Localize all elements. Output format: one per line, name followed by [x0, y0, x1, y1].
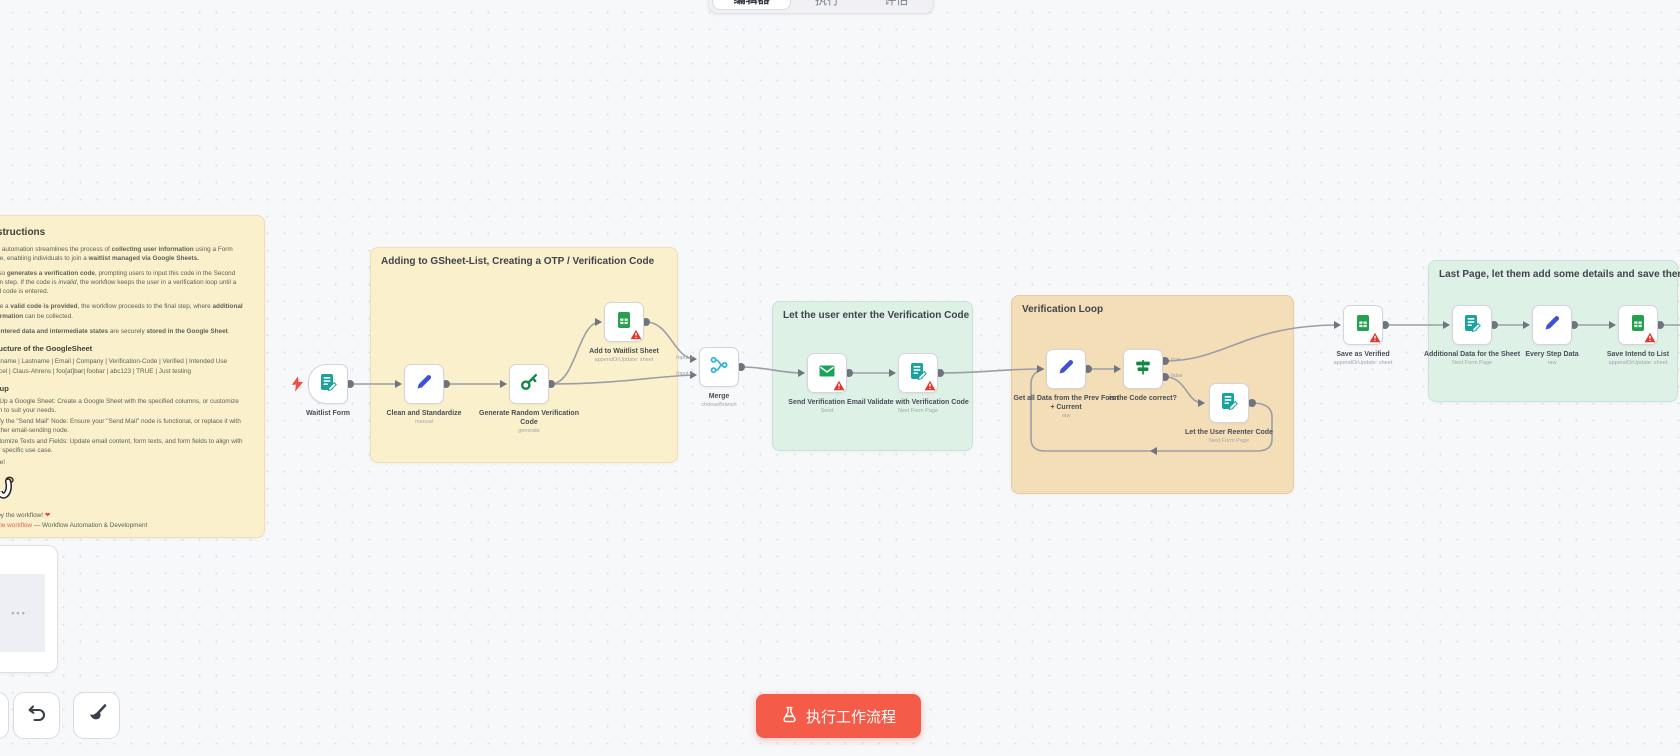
node-clean-and-standardize[interactable] — [404, 364, 444, 404]
sheets-icon — [614, 310, 634, 335]
sheets-icon — [1628, 313, 1648, 338]
instructions-paragraph: All entered data and intermediate states… — [0, 327, 230, 335]
node-send-verification-email[interactable] — [807, 353, 847, 393]
sticky-title: Let the user enter the Verification Code — [783, 310, 970, 321]
tab-executions[interactable]: 执行 — [814, 0, 839, 7]
setup-step: Verify the "Send Mail" Node: Ensure your… — [0, 418, 241, 435]
form-icon — [1219, 391, 1239, 416]
pencil-icon — [1056, 357, 1076, 382]
sheet-structure-heading: Structure of the GoogleSheet — [0, 343, 93, 353]
sticky-title: Adding to GSheet-List, Creating a OTP / … — [381, 256, 655, 267]
sheets-icon — [1353, 313, 1373, 338]
node-generate-verification-code[interactable] — [509, 364, 549, 404]
key-icon — [519, 372, 539, 397]
trigger-lightning-icon — [291, 376, 304, 392]
offscreen-card[interactable]: ••• — [0, 545, 58, 673]
warning-icon — [924, 380, 936, 391]
switch-icon — [1133, 357, 1153, 382]
undo-button[interactable] — [13, 692, 60, 739]
warning-icon — [1369, 332, 1381, 343]
letworkflow-brand-logo — [0, 474, 251, 506]
mail-icon — [817, 361, 837, 386]
canvas-button-partial[interactable] — [0, 692, 9, 739]
sticky-title: Last Page, let them add some details and… — [1439, 269, 1680, 280]
form-icon — [1462, 313, 1482, 338]
merge-input2-label: Input 2 — [676, 371, 693, 377]
instructions-paragraph: This automation streamlines the process … — [0, 246, 233, 263]
node-every-step-data[interactable] — [1532, 305, 1572, 345]
if-true-output-label: true — [1171, 357, 1181, 363]
warning-icon — [833, 380, 845, 391]
instructions-paragraph: Once a valid code is provided, the workf… — [0, 303, 243, 320]
setup-done: Done! — [0, 458, 6, 466]
node-let-user-reenter-code[interactable] — [1209, 383, 1249, 423]
form-icon — [908, 361, 928, 386]
pencil-icon — [1542, 313, 1562, 338]
node-save-as-verified[interactable] — [1343, 305, 1383, 345]
execute-workflow-button[interactable]: 执行工作流程 — [756, 694, 921, 738]
paintbrush-icon — [86, 702, 108, 729]
sticky-title: Verification Loop — [1022, 304, 1104, 315]
flask-icon — [781, 706, 798, 727]
footer-credit-line: let the workflow — Workflow Automation &… — [0, 521, 148, 529]
sheet-columns-row: Firstname | Lastname | Email | Company |… — [0, 357, 228, 365]
tidy-up-button[interactable] — [73, 692, 120, 739]
sticky-note-gsheet-otp[interactable]: Adding to GSheet-List, Creating a OTP / … — [370, 247, 678, 463]
form-icon — [318, 372, 338, 397]
view-tab-bar: 编辑器 执行 评估 — [708, 0, 934, 14]
node-additional-data-for-sheet[interactable] — [1452, 305, 1492, 345]
node-merge[interactable] — [699, 347, 739, 387]
warning-icon — [630, 329, 642, 340]
merge-icon — [709, 355, 729, 380]
pencil-icon — [414, 372, 434, 397]
instructions-title: Instructions — [0, 227, 46, 238]
warning-icon — [1644, 332, 1656, 343]
instructions-paragraph: It also generates a verification code, p… — [0, 270, 237, 296]
tab-editor[interactable]: 编辑器 — [712, 0, 792, 10]
setup-heading: Setup — [0, 383, 9, 393]
node-waitlist-form[interactable] — [308, 364, 348, 404]
node-is-code-correct[interactable] — [1123, 349, 1163, 389]
tab-evaluations[interactable]: 评估 — [884, 0, 909, 7]
merge-input1-label: Input 1 — [676, 355, 693, 361]
undo-arrow-icon — [26, 702, 48, 729]
node-save-intend-to-list[interactable] — [1618, 305, 1658, 345]
node-get-all-data[interactable] — [1046, 349, 1086, 389]
heart-icon: ❤ — [44, 511, 51, 519]
node-validate-with-verification-code[interactable] — [898, 353, 938, 393]
setup-step: Customize Texts and Fields: Update email… — [0, 438, 243, 455]
footer-thanks-line: Enjoy the workflow! ❤ — [0, 511, 51, 519]
sheet-example-row: Marcel | Claus-Ahrens | foo[at]bar| foob… — [0, 367, 192, 375]
offscreen-card-placeholder: ••• — [0, 574, 45, 652]
node-add-to-waitlist-sheet[interactable] — [604, 302, 644, 342]
execute-workflow-label: 执行工作流程 — [805, 708, 896, 726]
setup-step: Set Up a Google Sheet: Create a Google S… — [0, 397, 239, 415]
if-false-output-label: false — [1171, 373, 1183, 379]
sticky-note-instructions[interactable]: Instructions This automation streamlines… — [0, 215, 265, 538]
